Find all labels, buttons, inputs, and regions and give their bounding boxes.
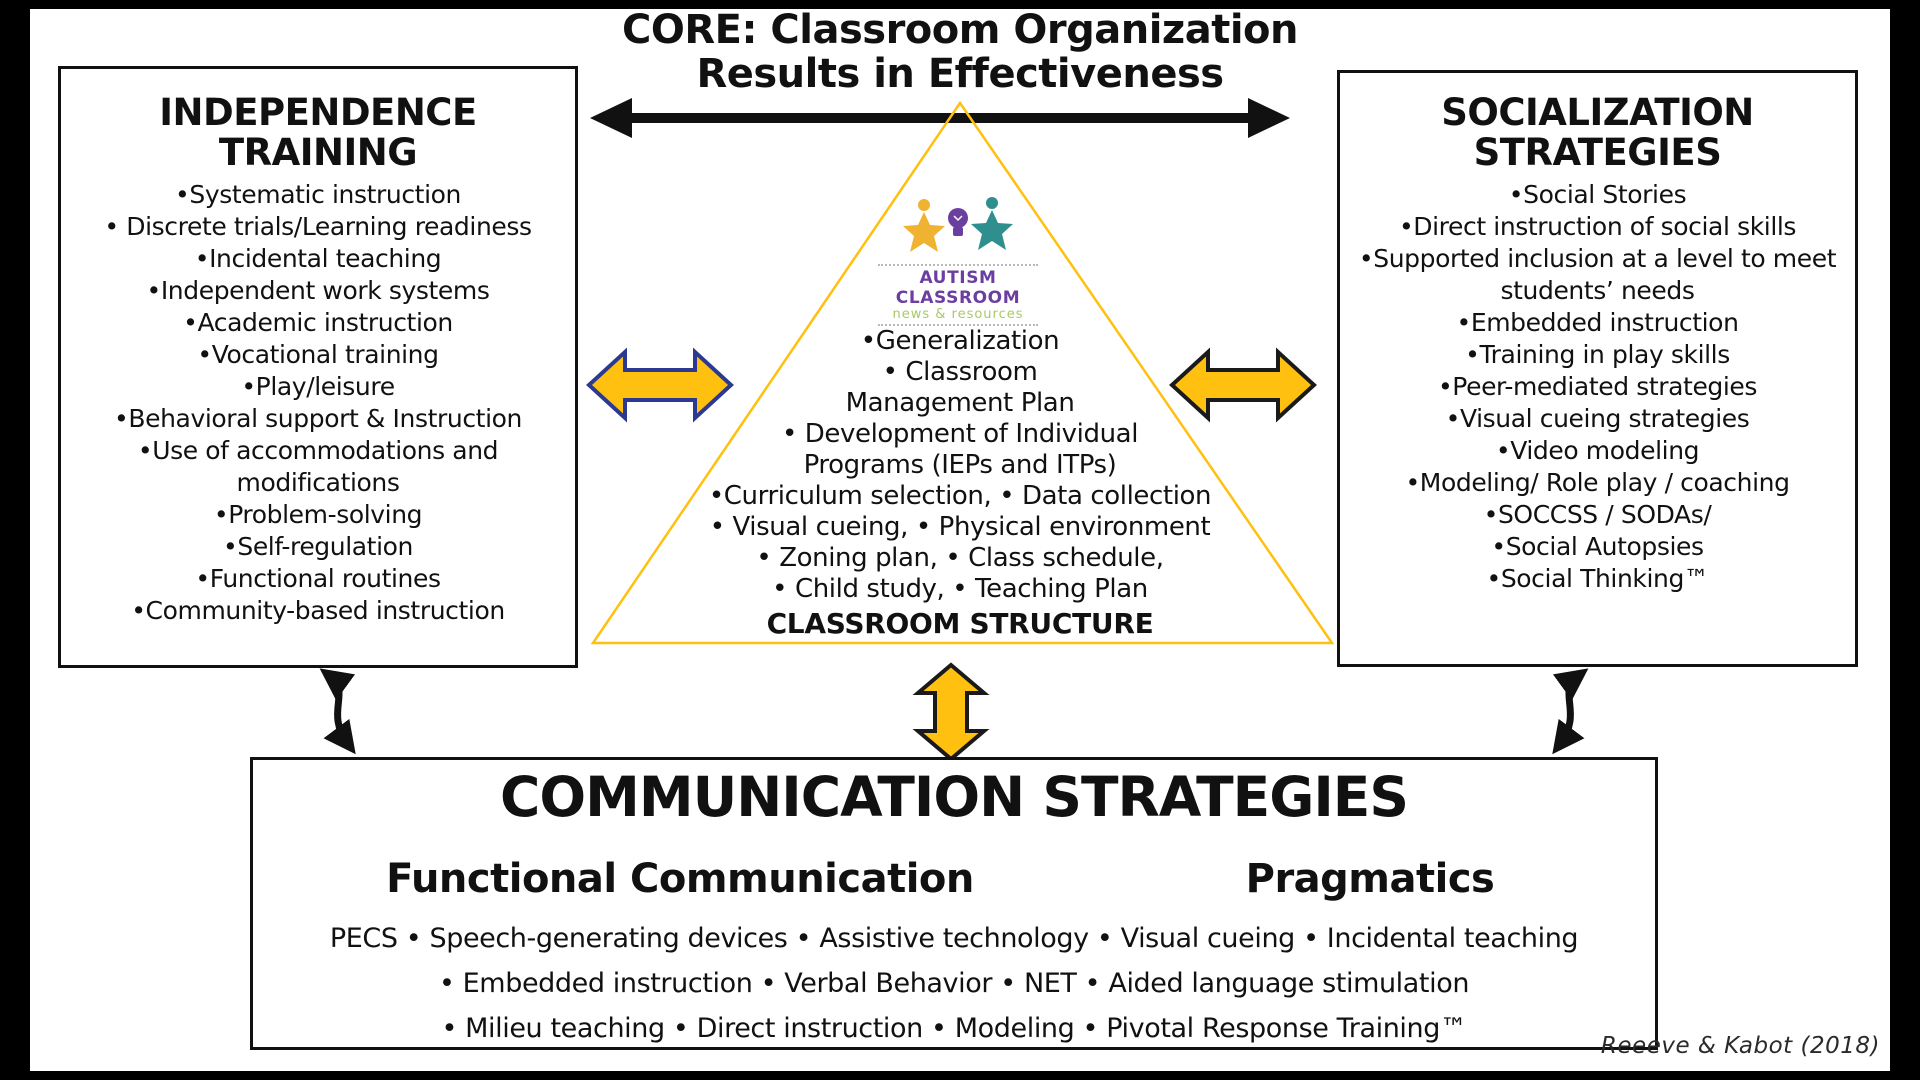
list-item: •Training in play skills [1465,340,1730,369]
list-item: •Modeling/ Role play / coaching [1405,468,1790,497]
right-double-arrow-icon [1169,347,1317,423]
right-squiggle-arrow-icon [1552,668,1589,755]
left-squiggle-arrow-icon [319,668,356,755]
left-double-arrow-icon [586,347,734,423]
list-item: •Behavioral support & Instruction [114,404,522,433]
down-double-arrow-icon [912,662,990,762]
list-item: •Incidental teaching [194,244,442,273]
list-item: • Child study, • Teaching Plan [772,574,1148,604]
independence-heading: INDEPENDENCE TRAINING [159,91,477,174]
list-item: •Visual cueing strategies [1445,404,1750,433]
list-item: •Generalization [860,326,1060,356]
list-item: •Academic instruction [183,308,453,337]
list-item: Programs (IEPs and ITPs) [803,450,1117,480]
list-item: • Development of Individual [781,419,1139,449]
list-item: • Milieu teaching • Direct instruction •… [441,1013,1467,1044]
communication-item-list: PECS • Speech-generating devices • Assis… [262,916,1646,1051]
list-item: •Video modeling [1495,436,1700,465]
list-item: •Social Autopsies [1491,532,1704,561]
list-item: •Self-regulation [223,532,413,561]
autism-classroom-logo: AUTISM CLASSROOM news & resources [873,196,1043,328]
list-item: •Direct instruction of social skills [1398,212,1797,241]
functional-communication-subheading: Functional Communication [386,856,974,902]
list-item: •Embedded instruction [1456,308,1739,337]
list-item: •Problem-solving [213,500,423,529]
list-item: •Functional routines [195,564,441,593]
classroom-structure-triangle [590,100,1335,645]
logo-divider-top [878,264,1038,266]
page-title: CORE: Classroom Organization Results in … [622,7,1298,97]
list-item: •Social Thinking™ [1486,564,1709,593]
credit-text: Reeeve & Kabot (2018) [1600,1033,1880,1059]
list-item: •Independent work systems [146,276,490,305]
list-item: •Social Stories [1508,180,1687,209]
independence-training-box: INDEPENDENCE TRAINING •Systematic instru… [58,66,578,668]
list-item: •Supported inclusion at a level to meet … [1358,244,1837,305]
list-item: •Vocational training [197,340,439,369]
independence-item-list: •Systematic instruction • Discrete trials… [61,179,575,627]
logo-brand-text: AUTISM CLASSROOM [895,268,1021,308]
list-item: •Play/leisure [241,372,395,401]
socialization-heading: SOCIALIZATION STRATEGIES [1441,91,1754,174]
logo-divider-bottom [878,324,1038,326]
list-item: • Embedded instruction • Verbal Behavior… [438,968,1470,999]
list-item: •Systematic instruction [175,180,461,209]
list-item: •Use of accommodations and modifications [137,436,499,497]
list-item: • Discrete trials/Learning readiness [104,212,532,241]
list-item: • Visual cueing, • Physical environment [709,512,1211,542]
list-item: Management Plan [845,388,1075,418]
list-item: •Community-based instruction [131,596,505,625]
list-item: •Curriculum selection, • Data collection [708,481,1212,511]
classroom-structure-label: CLASSROOM STRUCTURE [766,607,1154,640]
list-item: •Peer-mediated strategies [1437,372,1758,401]
communication-heading: COMMUNICATION STRATEGIES [500,765,1409,829]
socialization-strategies-box: SOCIALIZATION STRATEGIES •Social Stories… [1337,70,1858,667]
list-item: • Classroom [882,357,1038,387]
communication-strategies-box [250,757,1658,1050]
pragmatics-subheading: Pragmatics [1245,856,1495,902]
list-item: • Zoning plan, • Class schedule, [756,543,1164,573]
list-item: PECS • Speech-generating devices • Assis… [329,923,1579,954]
logo-tagline-text: news & resources [892,307,1024,322]
socialization-item-list: •Social Stories •Direct instruction of so… [1340,179,1855,595]
logo-figures-icon [903,197,1013,252]
title-double-arrow-icon [590,98,1290,138]
list-item: •SOCCSS / SODAs/ [1483,500,1712,529]
